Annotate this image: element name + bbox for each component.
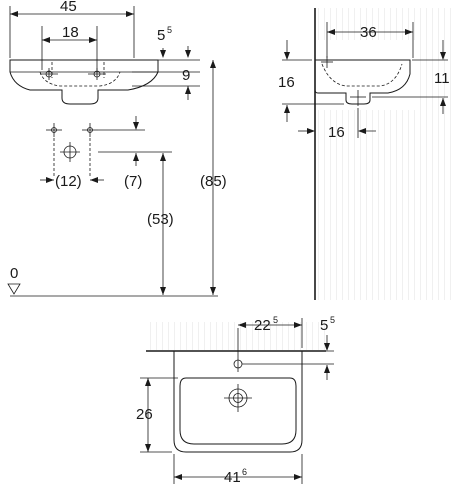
front-hole-left: [46, 123, 62, 137]
dim-hole-spacing: (12): [40, 173, 104, 190]
dim-plan-tap-offset-sup: 5: [273, 315, 278, 325]
dim-plan-width-label: 41: [224, 469, 241, 486]
dim-tap-spacing: 18: [41, 24, 98, 70]
dim-plan-width: 41 6: [173, 454, 303, 486]
dim-hole-to-drain: (7): [98, 116, 172, 190]
dim-hole-to-drain-label: (7): [124, 173, 142, 190]
dim-plan-rim-offset-label: 5: [320, 317, 328, 334]
front-view: 45 18 5 5 9: [7, 0, 227, 297]
dim-tap-offset-sup: 5: [167, 25, 172, 35]
front-bowl-hidden: [39, 71, 121, 87]
front-tap-hole-left: [40, 68, 58, 80]
dim-top-width-label: 45: [60, 0, 77, 15]
dim-plan-tap-offset-label: 22: [254, 317, 271, 334]
plan-drain: [224, 384, 252, 412]
dim-side-right-height-label: 11: [434, 70, 450, 87]
plan-bowl-outline: [179, 377, 297, 445]
dim-rim-total-height-label: (85): [200, 173, 227, 190]
dim-tap-offset-label: 5: [157, 27, 165, 44]
front-basin-outline: [9, 59, 159, 105]
front-tap-hole-hidden: [51, 62, 105, 78]
dim-side-left-height-label: 16: [278, 74, 295, 91]
dim-tap-offset: 5 5: [132, 25, 200, 61]
front-hole-right: [82, 123, 98, 137]
dim-plan-width-sup: 6: [242, 467, 247, 477]
dim-side-right-height: 11: [372, 40, 450, 114]
floor-zero-label: 0: [10, 265, 18, 282]
dim-side-left-height: 16: [278, 40, 344, 122]
dim-drain-height: (53): [147, 153, 174, 295]
dim-side-drain-offset-label: 16: [328, 124, 345, 141]
dim-plan-bowl-depth: 26: [136, 377, 178, 453]
side-drain-marker: [350, 90, 366, 106]
front-drain-marker: [60, 142, 80, 162]
dim-top-width: 45: [9, 0, 135, 58]
dim-plan-bowl-depth-label: 26: [136, 406, 153, 423]
dim-plan-rim-offset-sup: 5: [330, 315, 335, 325]
plan-basin-outline: [173, 350, 303, 453]
dim-side-depth: 36: [326, 22, 414, 58]
side-basin-outline: [314, 59, 411, 105]
dim-rim-total-height: (85): [200, 60, 227, 295]
dim-side-drain-offset: 16: [298, 108, 376, 141]
side-view: 36 16 11 16: [278, 8, 455, 300]
dim-rim-height: 9: [132, 67, 200, 100]
dim-hole-spacing-label: (12): [55, 173, 82, 190]
plan-wall-hatching: [146, 322, 326, 350]
dim-plan-rim-offset: 5 5: [242, 315, 335, 380]
dim-drain-height-label: (53): [147, 211, 174, 228]
plan-view: 22 5 5 5 26 4: [136, 315, 335, 486]
dim-rim-height-label: 9: [182, 67, 190, 84]
floor-reference: 0: [7, 265, 218, 297]
dim-side-depth-label: 36: [360, 24, 377, 41]
dim-plan-tap-offset: 22 5: [238, 315, 303, 348]
dim-tap-spacing-label: 18: [62, 24, 79, 41]
